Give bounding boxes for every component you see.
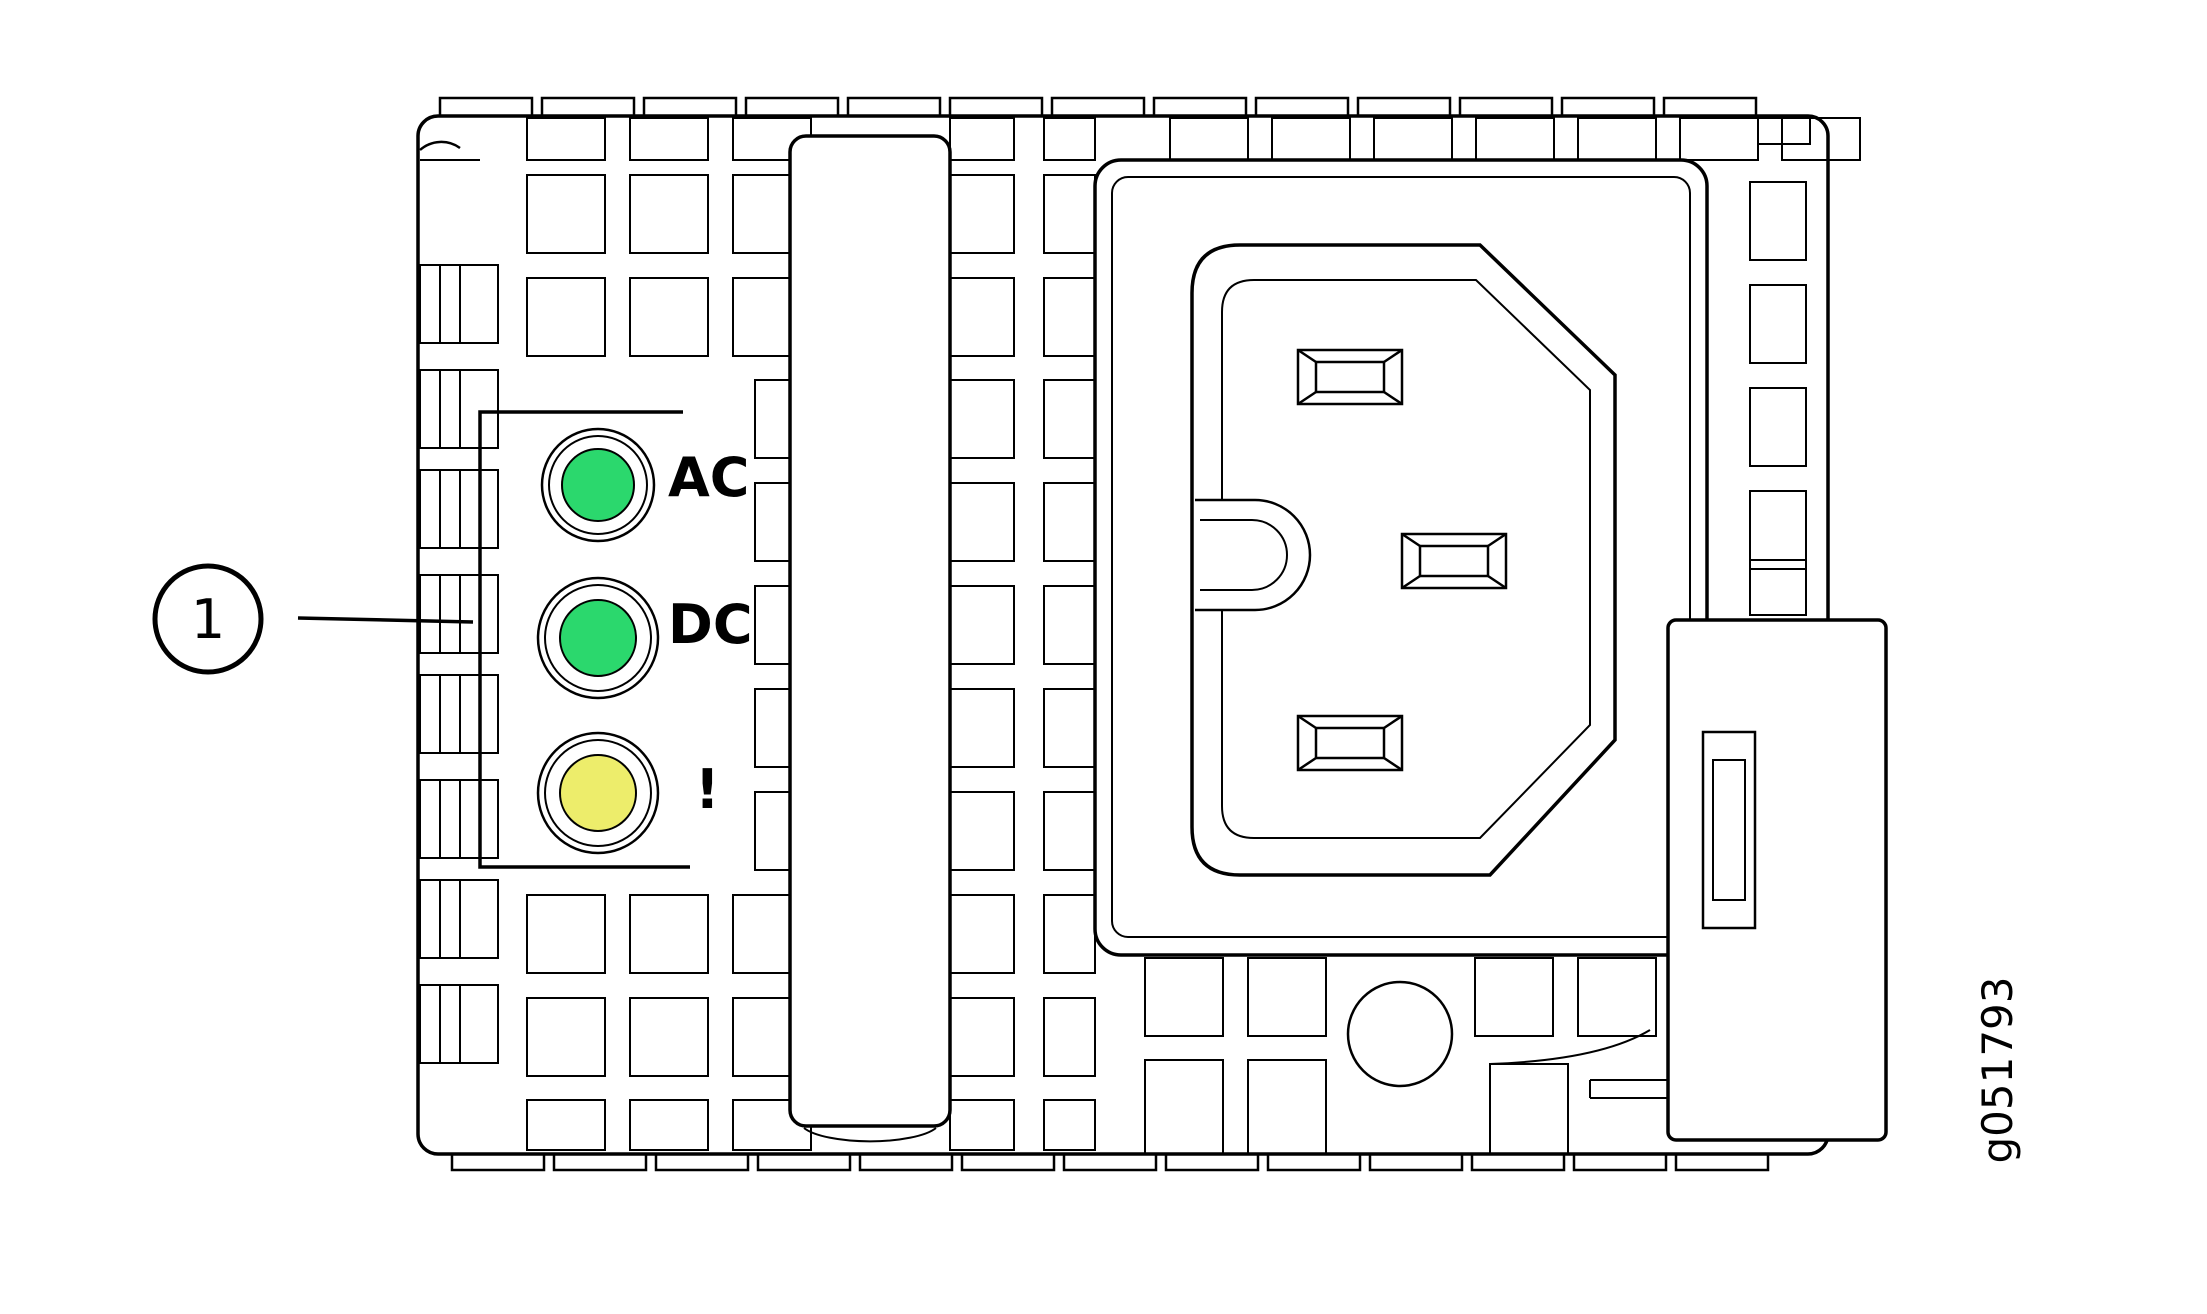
- vent-slot: [1781, 117, 1861, 161]
- vent-slot: [1247, 957, 1327, 1037]
- c14-inlet-outline: [1190, 243, 1617, 877]
- led-fault-lamp: [559, 754, 637, 832]
- led-ac-lamp: [561, 448, 635, 522]
- vent-slot: [1749, 284, 1807, 364]
- vent-slot: [1247, 1059, 1327, 1155]
- inlet-pin-neutral: [1296, 714, 1404, 772]
- vent-slot: [526, 1099, 606, 1151]
- vent-slot: [949, 117, 1015, 161]
- vent-slot: [526, 894, 606, 974]
- vent-slot: [1144, 1059, 1224, 1155]
- vent-slot: [526, 174, 606, 254]
- vent-slot: [1043, 997, 1096, 1077]
- vent-slot: [1749, 490, 1807, 570]
- vent-slot: [629, 117, 709, 161]
- led-bracket: [478, 410, 690, 869]
- led-fault-label: !: [695, 758, 720, 821]
- vent-slot: [629, 1099, 709, 1151]
- vent-slot: [629, 277, 709, 357]
- vent-slot: [526, 997, 606, 1077]
- ejector-handle: [788, 134, 952, 1128]
- led-dc: [536, 576, 660, 700]
- figure-id: g051793: [1973, 977, 2022, 1164]
- vent-slot: [1577, 957, 1657, 1037]
- vent-slot: [526, 117, 606, 161]
- led-dc-label: DC: [668, 593, 752, 656]
- inlet-pin-earth: [1400, 532, 1508, 590]
- led-dc-lamp: [559, 599, 637, 677]
- vent-slot: [1043, 117, 1096, 161]
- vent-slot: [526, 277, 606, 357]
- screw-hole: [1346, 980, 1454, 1088]
- vent-slot: [1749, 387, 1807, 467]
- inlet-pin-line: [1296, 348, 1404, 406]
- led-ac-label: AC: [668, 446, 749, 509]
- vent-slot: [1749, 559, 1807, 616]
- callout-circle: [152, 563, 264, 675]
- vent-slot: [1474, 957, 1554, 1037]
- led-fault: [536, 731, 660, 855]
- led-ac: [540, 427, 656, 543]
- vent-slot: [629, 997, 709, 1077]
- vent-slot: [949, 1099, 1015, 1151]
- callout-number: 1: [191, 588, 225, 651]
- vent-slot: [629, 894, 709, 974]
- vent-slot: [1144, 957, 1224, 1037]
- vent-slot: [1749, 181, 1807, 261]
- vent-slot: [629, 174, 709, 254]
- corner-notch: [419, 140, 461, 151]
- inlet-keying-notch: [1195, 498, 1312, 612]
- callout-leader-line: [297, 616, 474, 624]
- vent-slot: [1489, 1063, 1569, 1155]
- vent-slot: [1043, 1099, 1096, 1151]
- cable-retainer[interactable]: [1666, 618, 1888, 1142]
